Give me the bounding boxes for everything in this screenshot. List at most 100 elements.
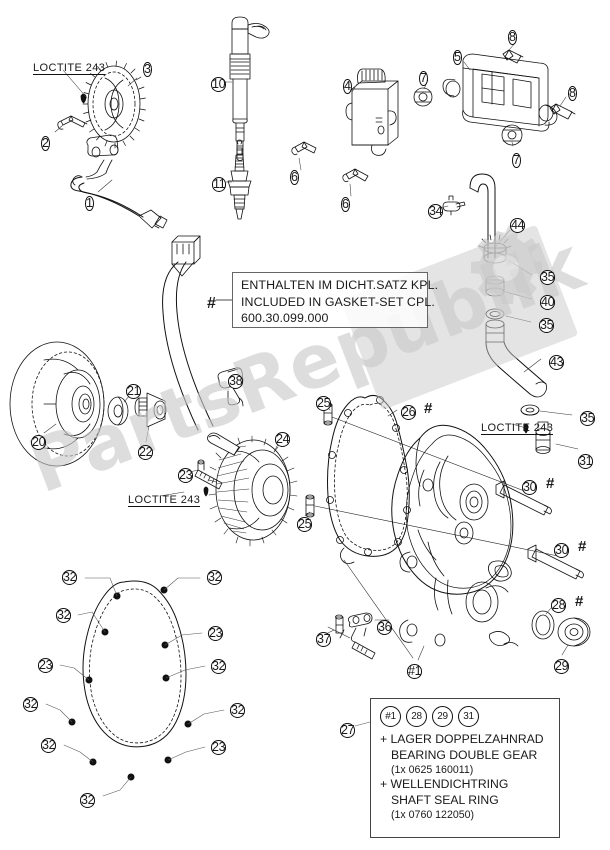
callout-21[interactable]: 21 (126, 384, 142, 399)
callout-32[interactable]: 32 (62, 570, 78, 585)
callout-35[interactable]: 35 (539, 318, 555, 333)
loctite-label-3: LOCTITE 243 (481, 422, 554, 435)
part-30-bolt-a (495, 480, 552, 516)
part-44-hose-upper (469, 173, 496, 259)
part-5-bracket (442, 53, 558, 132)
part-4-cdi-unit (345, 68, 399, 156)
callout-28[interactable]: 28 (551, 598, 567, 613)
callout-23[interactable]: 23 (38, 658, 54, 673)
part-8-bolt-a (502, 49, 524, 64)
callout-2[interactable]: 2 (41, 136, 50, 151)
callout-23[interactable]: 23 (178, 468, 194, 483)
callout-20[interactable]: 20 (31, 435, 47, 450)
callout-3[interactable]: 3 (143, 62, 152, 77)
callout-32[interactable]: 32 (230, 703, 246, 718)
callout-38[interactable]: 38 (228, 374, 244, 389)
callout-32[interactable]: 32 (41, 738, 57, 753)
part-7-grommet-a (413, 87, 433, 107)
callout-35[interactable]: 35 (540, 270, 556, 285)
loctite-pin-1 (80, 93, 87, 104)
legend-callout-2: 29 (432, 706, 453, 727)
note-line-german: ENTHALTEN IM DICHT.SATZ KPL. (241, 278, 439, 292)
legend-item2-german: + WELLENDICHTRING (380, 777, 509, 792)
callout-7[interactable]: 7 (419, 71, 428, 86)
callout-8[interactable]: 8 (508, 30, 517, 45)
part-36-pickup-bracket (348, 612, 376, 660)
part-25-bolt-b (305, 494, 315, 518)
note-line-english: INCLUDED IN GASKET-SET CPL. (241, 294, 435, 309)
part-8-bolt-b (549, 103, 576, 120)
part-6-screw-b (342, 168, 369, 183)
callout-4[interactable]: 4 (343, 79, 352, 94)
legend-callout-1: 28 (406, 706, 427, 727)
callout-32[interactable]: 32 (56, 608, 72, 623)
callout-30[interactable]: 30 (554, 543, 570, 558)
wire-connector (171, 235, 201, 277)
legend-item1-qty: (1x 0625 160011) (391, 764, 474, 777)
legend-callout-3: 31 (458, 706, 479, 727)
callout-43[interactable]: 43 (549, 355, 565, 370)
part-26-cover-gasket (326, 394, 411, 564)
callout-40[interactable]: 40 (540, 295, 556, 310)
legend-item1-english: BEARING DOUBLE GEAR (391, 747, 538, 762)
legend-item2-qty: (1x 0760 122050) (391, 809, 475, 822)
callout-31[interactable]: 31 (578, 454, 594, 469)
part-10-ignition-coil (229, 16, 270, 161)
callout-24[interactable]: 24 (275, 432, 291, 447)
callout-5[interactable]: 5 (453, 50, 462, 65)
callout-1[interactable]: 1 (85, 196, 94, 211)
part-22-bolt (134, 392, 167, 428)
callout-36[interactable]: 36 (377, 620, 393, 635)
part-24-stator (207, 432, 298, 547)
callout-10[interactable]: 10 (211, 77, 227, 92)
loctite-pin-2 (203, 486, 209, 497)
callout-8[interactable]: 8 (568, 86, 577, 101)
callout-32[interactable]: 32 (23, 697, 39, 712)
callout-25[interactable]: 25 (297, 517, 313, 532)
legend-callout-row: #1 28 29 31 (380, 706, 553, 727)
part-31-fitting (535, 421, 551, 454)
part-43-hose-lower (485, 341, 548, 398)
part-21-washer (107, 396, 129, 426)
callout-37[interactable]: 37 (316, 632, 332, 647)
part-29-cap (557, 617, 591, 647)
part-38-cable-clip (217, 367, 244, 407)
part-20-flywheel (9, 341, 105, 467)
callout-29[interactable]: 29 (554, 659, 570, 674)
part-1-pickup-sensor (70, 134, 168, 229)
legend-callout-0: #1 (380, 706, 401, 727)
callout-32[interactable]: 32 (80, 793, 96, 808)
loctite-pin-3 (523, 423, 529, 434)
callout-32[interactable]: 32 (207, 570, 223, 585)
callout-44[interactable]: 44 (510, 218, 526, 233)
gasket-hash-mark-1: # (424, 400, 433, 417)
ignition-cover-casting (391, 424, 519, 647)
callout-25[interactable]: 25 (316, 396, 332, 411)
gasket-hash-mark-2: # (546, 475, 555, 492)
note-part-number: 600.30.099.000 (241, 311, 329, 325)
callout-h1[interactable]: #1 (407, 664, 423, 679)
callout-27[interactable]: 27 (340, 723, 356, 738)
legend-item1-german: + LAGER DOPPELZAHNRAD (380, 732, 544, 746)
callout-32[interactable]: 32 (211, 659, 227, 674)
callout-6[interactable]: 6 (341, 197, 350, 212)
part-11-spark-plug (227, 139, 252, 220)
callout-23[interactable]: 23 (211, 740, 227, 755)
gasket-set-note-box: ENTHALTEN IM DICHT.SATZ KPL. INCLUDED IN… (232, 272, 439, 328)
callout-30[interactable]: 30 (522, 480, 538, 495)
callout-11[interactable]: 11 (212, 177, 227, 192)
callout-23[interactable]: 23 (208, 626, 224, 641)
callout-6[interactable]: 6 (290, 170, 299, 185)
callout-26[interactable]: 26 (401, 405, 417, 420)
loctite-label-2: LOCTITE 243 (128, 494, 201, 507)
part-7-grommet-b (501, 124, 523, 146)
gasket-set-hash-marker: # (207, 295, 216, 312)
part-28-oring (531, 610, 555, 640)
callout-7[interactable]: 7 (512, 153, 521, 168)
loctite-label-1: LOCTITE 243 (33, 62, 106, 75)
callout-35[interactable]: 35 (580, 411, 596, 426)
callout-34[interactable]: 34 (428, 204, 444, 219)
part-32-clutch-cover-gasket (45, 577, 225, 797)
callout-22[interactable]: 22 (138, 445, 154, 460)
